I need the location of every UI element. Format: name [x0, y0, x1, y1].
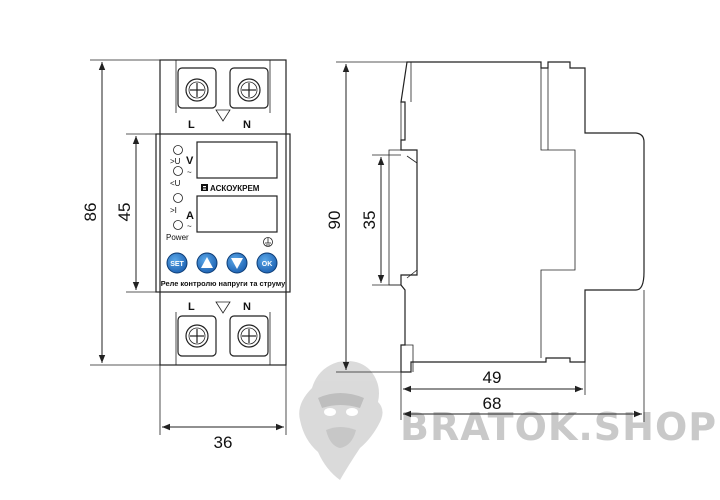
led-under-voltage	[173, 166, 183, 176]
set-button-label: SET	[170, 261, 184, 268]
brand-logo-icon	[201, 184, 208, 191]
arrow-down-icon	[231, 258, 243, 269]
terminal-bottom-right	[229, 315, 269, 357]
terminal-label-top-l: L	[188, 119, 195, 131]
terminal-bottom-left	[177, 315, 217, 357]
dim-label-36: 36	[214, 433, 233, 452]
indicator-label-over-i: >I	[170, 206, 177, 215]
ok-button-label: OK	[262, 261, 273, 268]
triangle-marker-icon	[215, 301, 231, 314]
set-button[interactable]: SET	[166, 252, 188, 274]
down-button[interactable]	[226, 252, 248, 274]
front-body-outline	[159, 59, 287, 366]
ac-tilde: ~	[187, 168, 192, 177]
screw-icon	[237, 324, 261, 348]
dimension-side-height: 90	[325, 61, 407, 373]
indicator-label-over-u: >U	[170, 157, 181, 166]
unit-amp: A	[186, 210, 194, 222]
watermark-gorilla-logo	[299, 361, 383, 480]
unit-volt: V	[186, 155, 194, 167]
screw-icon	[185, 324, 209, 348]
side-view	[388, 61, 645, 373]
watermark-text: BRATOK.SHOP	[400, 405, 717, 449]
arrow-up-icon	[201, 257, 213, 268]
module-face	[155, 133, 291, 293]
terminal-top-right	[229, 67, 269, 109]
dim-label-45: 45	[115, 203, 134, 222]
ok-button[interactable]: OK	[256, 252, 278, 274]
triangle-marker-icon	[215, 109, 231, 122]
terminal-label-bottom-n: N	[243, 301, 251, 313]
din-clip	[388, 149, 401, 286]
dimension-din-rail: 35	[360, 154, 401, 286]
brand-name: АСКОУКРЕМ	[210, 184, 260, 193]
front-view: L N >U <U >I Power V ~ АСКОУКРЕМ A ~	[155, 59, 291, 366]
din-notch	[406, 269, 418, 279]
dimension-front-width: 36	[159, 365, 287, 452]
dimension-module-height: 45	[115, 133, 156, 293]
terminal-top-left	[177, 67, 217, 109]
led-power	[173, 220, 183, 230]
ground-symbol-icon	[263, 237, 273, 247]
led-over-voltage	[173, 145, 183, 155]
dimension-depth-49: 49	[400, 362, 586, 420]
indicator-label-under-u: <U	[170, 179, 181, 188]
led-over-current	[173, 193, 183, 203]
dimension-front-height: 86	[81, 59, 160, 366]
screw-icon	[185, 78, 209, 102]
side-foot	[405, 344, 414, 372]
terminal-label-top-n: N	[243, 119, 251, 131]
dimension-depth-68: 68	[403, 290, 645, 422]
dim-label-49: 49	[483, 368, 502, 387]
ac-tilde: ~	[187, 222, 192, 231]
screw-icon	[237, 78, 261, 102]
din-notch	[406, 155, 418, 164]
voltage-display	[196, 141, 278, 179]
dim-label-35: 35	[360, 211, 379, 230]
dim-label-68: 68	[483, 394, 502, 413]
side-profile-outline	[400, 61, 645, 373]
up-button[interactable]	[196, 252, 218, 274]
terminal-label-bottom-l: L	[188, 301, 195, 313]
current-display	[196, 195, 278, 233]
dim-label-86: 86	[81, 203, 100, 222]
side-inner-line	[540, 68, 576, 358]
dim-label-90: 90	[325, 211, 344, 230]
indicator-label-power: Power	[166, 233, 189, 242]
panel-caption: Реле контролю напруги та струму	[161, 279, 286, 288]
